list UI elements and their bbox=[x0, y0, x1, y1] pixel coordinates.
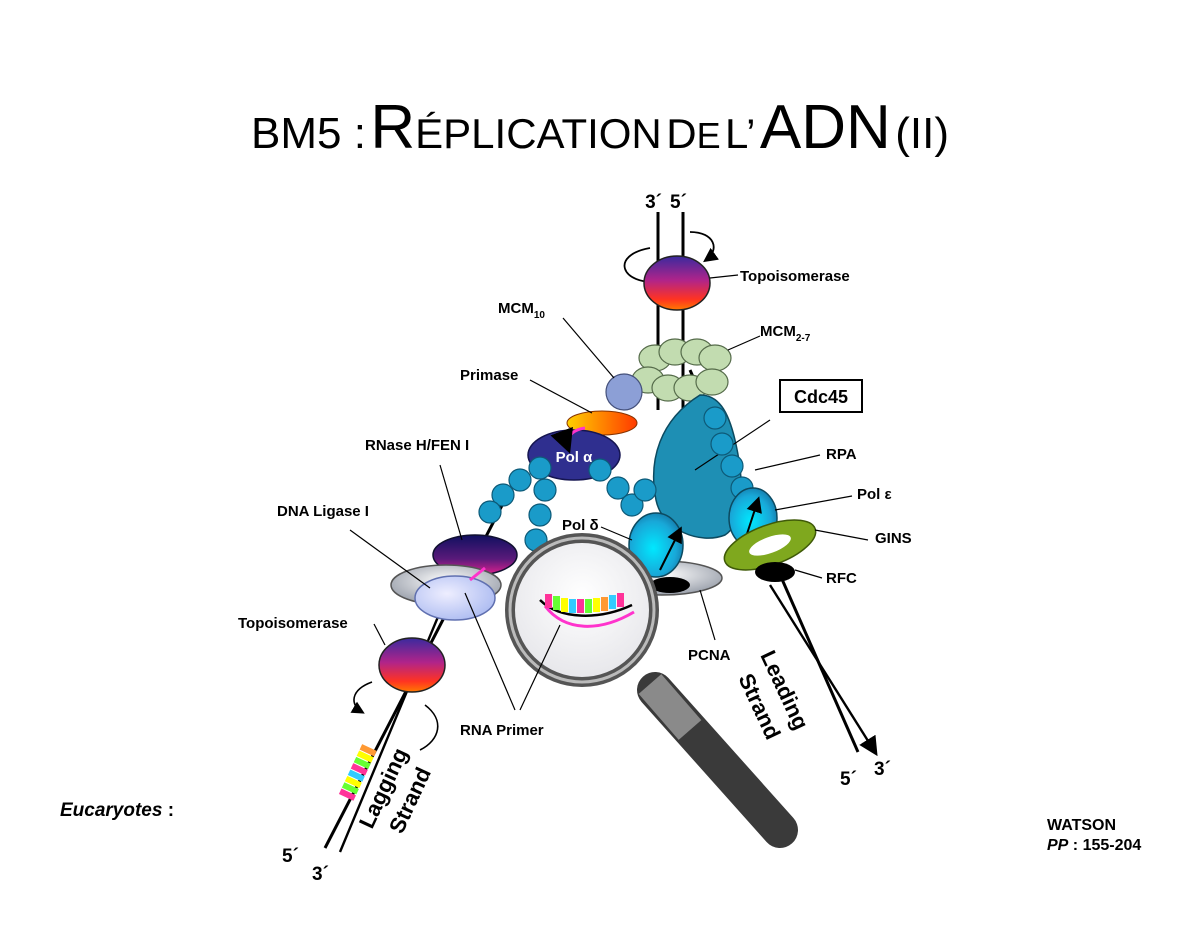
title-word-de: E bbox=[696, 115, 721, 156]
top-3prime-label: 3´ bbox=[645, 192, 662, 213]
mcm10-label: MCM10 bbox=[498, 300, 545, 321]
title-apostrophe: ’ bbox=[746, 110, 756, 157]
title-cap-l: L bbox=[725, 110, 747, 157]
title-cap-r: R bbox=[370, 93, 416, 162]
right-3prime-label: 3´ bbox=[874, 759, 891, 780]
left-3prime-label: 3´ bbox=[312, 864, 329, 885]
mcm2-7-label: MCM2-7 bbox=[760, 323, 811, 344]
topoisomerase-bottom bbox=[378, 637, 446, 693]
gins-label: GINS bbox=[875, 530, 912, 547]
primase-label: Primase bbox=[460, 367, 518, 384]
topoisomerase-top-label: Topoisomerase bbox=[740, 268, 850, 285]
reference-pages: PP : 155-204 bbox=[1047, 836, 1141, 856]
dna-ligase bbox=[414, 575, 496, 621]
okazaki-fragment-bases bbox=[338, 744, 377, 801]
cdc45-label: Cdc45 bbox=[794, 387, 848, 407]
dna-ligase-label: DNA Ligase I bbox=[277, 503, 369, 520]
title-prefix: BM5 : bbox=[251, 109, 366, 158]
rnase-label: RNase H/FEN I bbox=[365, 437, 469, 454]
organism-separator: : bbox=[167, 800, 175, 821]
title-word-replication: ÉPLICATION bbox=[415, 110, 662, 157]
organism-label: Eucaryotes : bbox=[60, 800, 174, 822]
title-cap-d: D bbox=[666, 110, 697, 157]
pol-alpha-label: Pol α bbox=[556, 449, 594, 466]
right-5prime-label: 5´ bbox=[840, 769, 857, 790]
mcm2-7-complex bbox=[631, 338, 732, 402]
rfc bbox=[755, 562, 795, 582]
mcm10 bbox=[605, 373, 643, 411]
mcm2-7-label-sub: 2-7 bbox=[796, 333, 811, 344]
mcm10-label-sub: 10 bbox=[534, 310, 546, 321]
cdc45-box bbox=[779, 379, 863, 413]
top-5prime-label: 5´ bbox=[670, 192, 687, 213]
pcna-label: PCNA bbox=[688, 647, 731, 664]
mcm10-label-main: MCM bbox=[498, 300, 534, 317]
reference-pages-separator: : bbox=[1072, 837, 1079, 854]
rna-primer-label: RNA Primer bbox=[460, 722, 544, 739]
left-5prime-label: 5´ bbox=[282, 846, 299, 867]
magnifying-glass bbox=[505, 533, 798, 848]
topoisomerase-top bbox=[643, 255, 711, 311]
reference-pages-range: 155-204 bbox=[1082, 837, 1142, 854]
topoisomerase-bottom-label: Topoisomerase bbox=[238, 615, 348, 632]
cdc45-protein bbox=[652, 394, 743, 539]
rpa-beads-leading bbox=[703, 406, 754, 500]
title-suffix: (II) bbox=[895, 109, 949, 158]
reference-author: WATSON bbox=[1047, 817, 1117, 834]
organism-name: Eucaryotes bbox=[60, 800, 163, 821]
rpa-label: RPA bbox=[826, 446, 857, 463]
pol-epsilon-label: Pol ε bbox=[857, 486, 892, 503]
page-title: BM5 : RÉPLICATION DE L’ ADN (II) bbox=[0, 92, 1200, 163]
pol-delta-label: Pol δ bbox=[562, 517, 599, 534]
reference: WATSON PP : 155-204 bbox=[1047, 816, 1141, 856]
title-word-adn: ADN bbox=[759, 93, 891, 162]
mcm2-7-label-main: MCM bbox=[760, 323, 796, 340]
reference-pages-label: PP bbox=[1047, 837, 1069, 854]
rfc-label: RFC bbox=[826, 570, 857, 587]
